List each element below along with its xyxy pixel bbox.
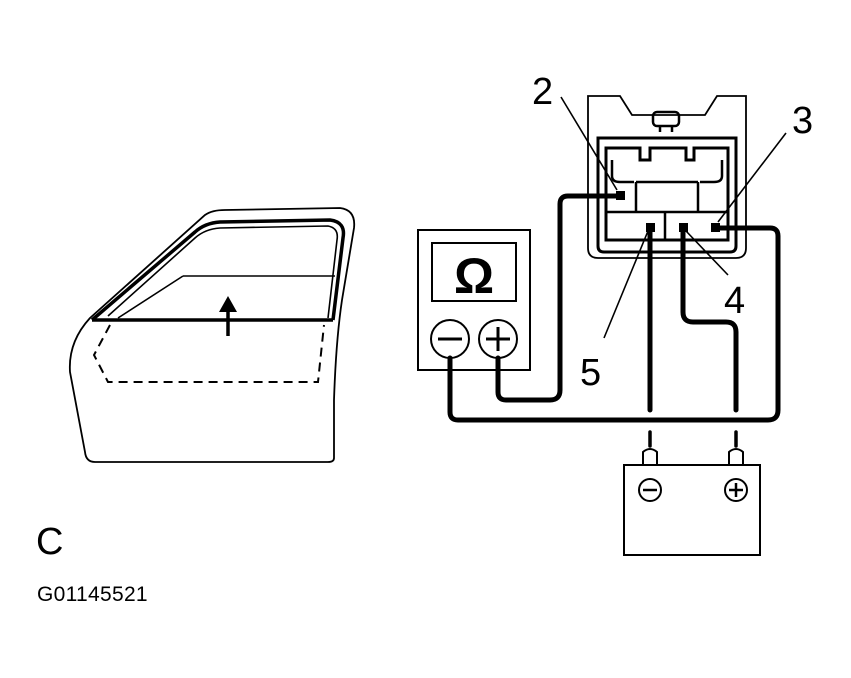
battery-case xyxy=(623,464,761,556)
terminal-callouts: 2 3 4 5 xyxy=(532,71,813,394)
ohm-symbol-icon: Ω xyxy=(454,248,494,304)
window-glass-slant-edge xyxy=(117,275,184,319)
connector-housing-inner xyxy=(596,136,738,254)
window-frame-inner xyxy=(107,225,339,319)
window-up-arrow-icon xyxy=(219,296,237,312)
terminal-pins xyxy=(616,191,720,232)
callout-leader-3 xyxy=(717,132,787,223)
callout-label-4: 4 xyxy=(724,280,745,322)
figure-code: G01145521 xyxy=(37,583,148,606)
terminal-pin-3 xyxy=(711,223,720,232)
door-outline xyxy=(68,207,356,463)
battery-negative-post xyxy=(642,448,658,465)
connector-tab xyxy=(651,110,681,128)
battery-positive-post xyxy=(728,448,744,465)
battery xyxy=(623,448,761,556)
window-lowered-dashed-outline xyxy=(92,324,325,383)
terminal-pin-5 xyxy=(646,223,655,232)
battery-negative-terminal-mark xyxy=(638,478,662,502)
connector-housing-outer xyxy=(587,95,747,259)
callout-leader-5 xyxy=(603,230,649,339)
callout-leader-4 xyxy=(685,230,729,276)
terminal-pin-4 xyxy=(679,223,688,232)
window-frame-outer xyxy=(90,218,346,322)
callout-label-3: 3 xyxy=(792,100,813,142)
wire-ohmmeter-negative-to-terminal-3 xyxy=(447,225,781,423)
ohmmeter-body xyxy=(417,229,531,371)
ohmmeter-display xyxy=(431,242,517,302)
wire-ohmmeter-positive-to-terminal-2 xyxy=(495,193,623,403)
connector-cavity-right xyxy=(700,160,724,184)
callout-label-5: 5 xyxy=(580,352,601,394)
wire-terminal-4-to-battery-positive xyxy=(680,225,739,413)
ohmmeter: Ω xyxy=(417,229,531,371)
panel-letter: C xyxy=(36,521,64,563)
switch-connector xyxy=(587,95,747,259)
terminal-pin-2 xyxy=(616,191,625,200)
battery-positive-terminal-mark xyxy=(724,478,748,502)
callout-label-2: 2 xyxy=(532,71,553,113)
wires xyxy=(447,193,781,448)
connector-body xyxy=(604,146,730,242)
door-illustration xyxy=(68,207,356,463)
connector-cavity-left xyxy=(610,160,634,184)
callout-leader-2 xyxy=(560,96,618,191)
